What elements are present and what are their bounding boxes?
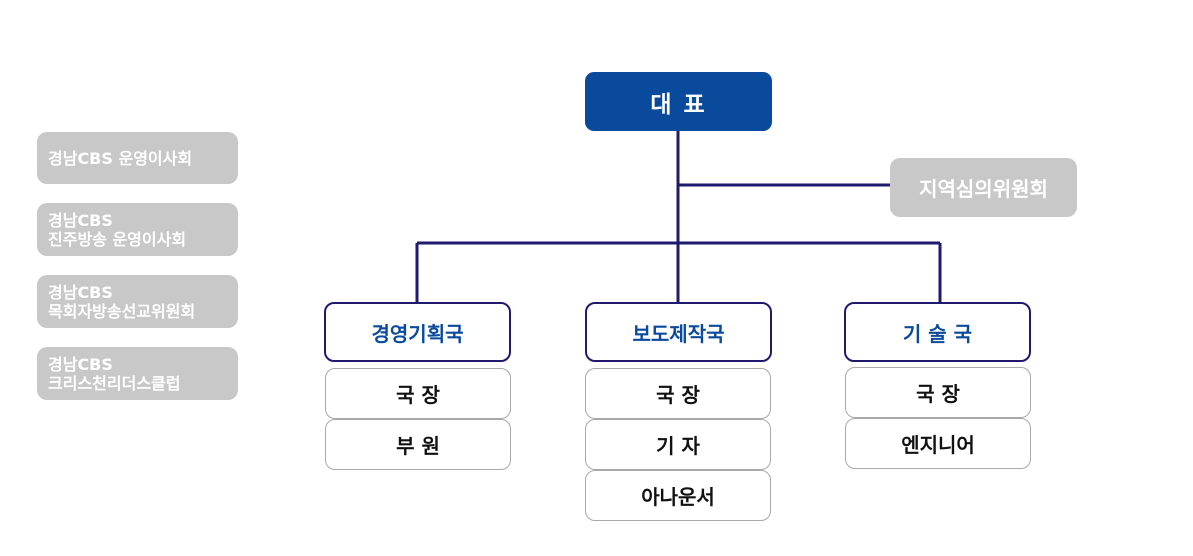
ceo-box: 대 표 [585,72,772,131]
side-box-jinju-board: 경남CBS 진주방송 운영이사회 [37,203,238,256]
position-box: 국 장 [585,368,771,419]
side-box-pastor-committee: 경남CBS 목회자방송선교위원회 [37,275,238,328]
side-box-jinju-board-line1: 경남CBS [48,210,113,230]
position-box: 엔지니어 [845,418,1031,469]
dept-engineering: 기 술 국 [844,302,1031,362]
position-box: 기 자 [585,419,771,470]
regional-review-committee-box: 지역심의위원회 [890,158,1077,217]
side-box-leaders-club-line1: 경남CBS [48,354,113,374]
side-box-leaders-club-line2: 크리스천리더스클럽 [48,373,181,393]
dept-news-production: 보도제작국 [585,302,772,362]
side-box-jinju-board-line2: 진주방송 운영이사회 [48,229,187,249]
position-box: 아나운서 [585,470,771,521]
side-box-leaders-club: 경남CBS 크리스천리더스클럽 [37,347,238,400]
side-box-board-line1: 경남CBS 운영이사회 [48,148,193,168]
position-box: 부 원 [325,419,511,470]
side-box-pastor-committee-line2: 목회자방송선교위원회 [48,301,196,321]
position-box: 국 장 [845,367,1031,418]
position-box: 국 장 [325,368,511,419]
side-box-board: 경남CBS 운영이사회 [37,132,238,184]
dept-management-planning: 경영기획국 [324,302,511,362]
side-box-pastor-committee-line1: 경남CBS [48,282,113,302]
